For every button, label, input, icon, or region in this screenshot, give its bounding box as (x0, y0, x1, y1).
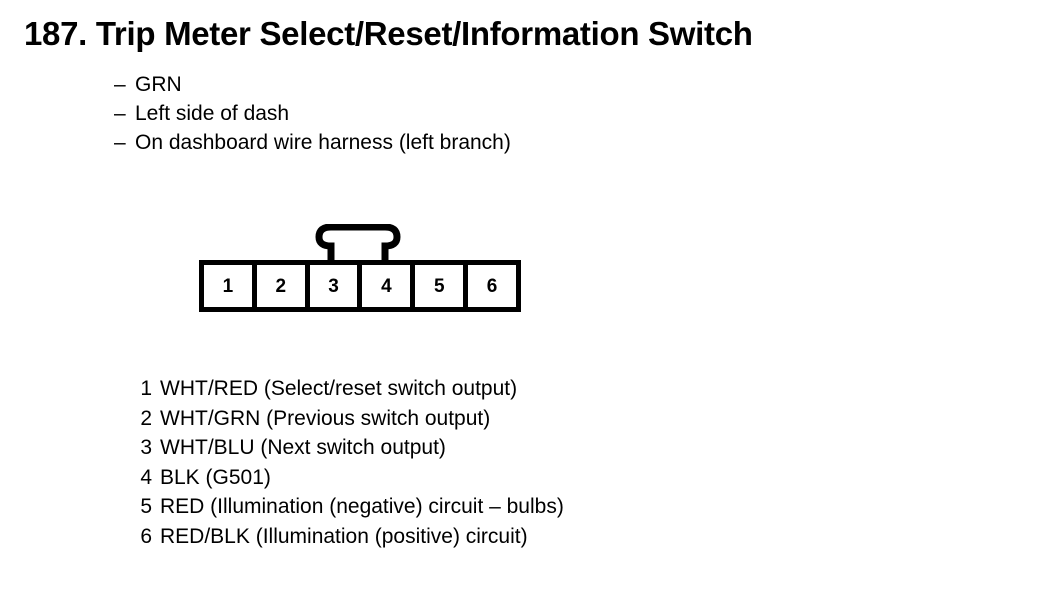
legend-row: 1 WHT/RED (Select/reset switch output) (130, 374, 564, 404)
legend-pin-description: WHT/GRN (Previous switch output) (160, 406, 491, 430)
legend-row: 2 WHT/GRN (Previous switch output) (130, 404, 564, 434)
legend-pin-description: RED (Illumination (negative) circuit – b… (160, 495, 564, 518)
list-item: – GRN (114, 70, 511, 99)
legend-row: 5 RED (Illumination (negative) circuit –… (130, 492, 564, 522)
dash-bullet-icon: – (114, 102, 126, 125)
dash-bullet-icon: – (114, 73, 126, 96)
legend-pin-number: 6 (140, 524, 152, 548)
list-item: – On dashboard wire harness (left branch… (114, 128, 511, 157)
legend-pin-number: 1 (140, 377, 152, 400)
legend-pin-description: BLK (G501) (160, 465, 271, 489)
legend-pin-number: 2 (140, 406, 152, 430)
pin-cell-2: 2 (257, 265, 310, 307)
attribute-location: Left side of dash (135, 102, 290, 125)
legend-pin-description: WHT/BLU (Next switch output) (160, 436, 446, 459)
legend-row: 3 WHT/BLU (Next switch output) (130, 433, 564, 463)
attribute-harness: On dashboard wire harness (left branch) (135, 131, 511, 154)
connector-body: 1 2 3 4 5 6 (199, 260, 521, 312)
legend-pin-number: 3 (140, 436, 152, 459)
attribute-color: GRN (135, 73, 182, 96)
pin-cell-6: 6 (486, 275, 498, 297)
connector-attribute-list: – GRN – Left side of dash – On dashboard… (114, 70, 511, 157)
page-title: 187. Trip Meter Select/Reset/Information… (24, 15, 753, 52)
list-item: – Left side of dash (114, 99, 511, 128)
pin-cell-5: 5 (415, 265, 469, 307)
legend-pin-description: RED/BLK (Illumination (positive) circuit… (160, 524, 528, 548)
pin-cell-1: 1 (204, 265, 257, 307)
connector-diagram: 1 2 3 4 5 6 (199, 224, 523, 314)
legend-pin-number: 4 (140, 465, 152, 489)
pin-cell-3: 3 (310, 265, 363, 307)
dash-bullet-icon: – (114, 131, 126, 154)
legend-row: 4 BLK (G501) (130, 463, 564, 493)
legend-pin-description: WHT/RED (Select/reset switch output) (160, 377, 518, 400)
connector-latch-icon (314, 224, 402, 268)
legend-pin-number: 5 (140, 495, 152, 518)
pin-cell-4: 4 (362, 265, 416, 307)
legend-row: 6 RED/BLK (Illumination (positive) circu… (130, 522, 564, 552)
pin-legend: 1 WHT/RED (Select/reset switch output) 2… (130, 374, 564, 551)
